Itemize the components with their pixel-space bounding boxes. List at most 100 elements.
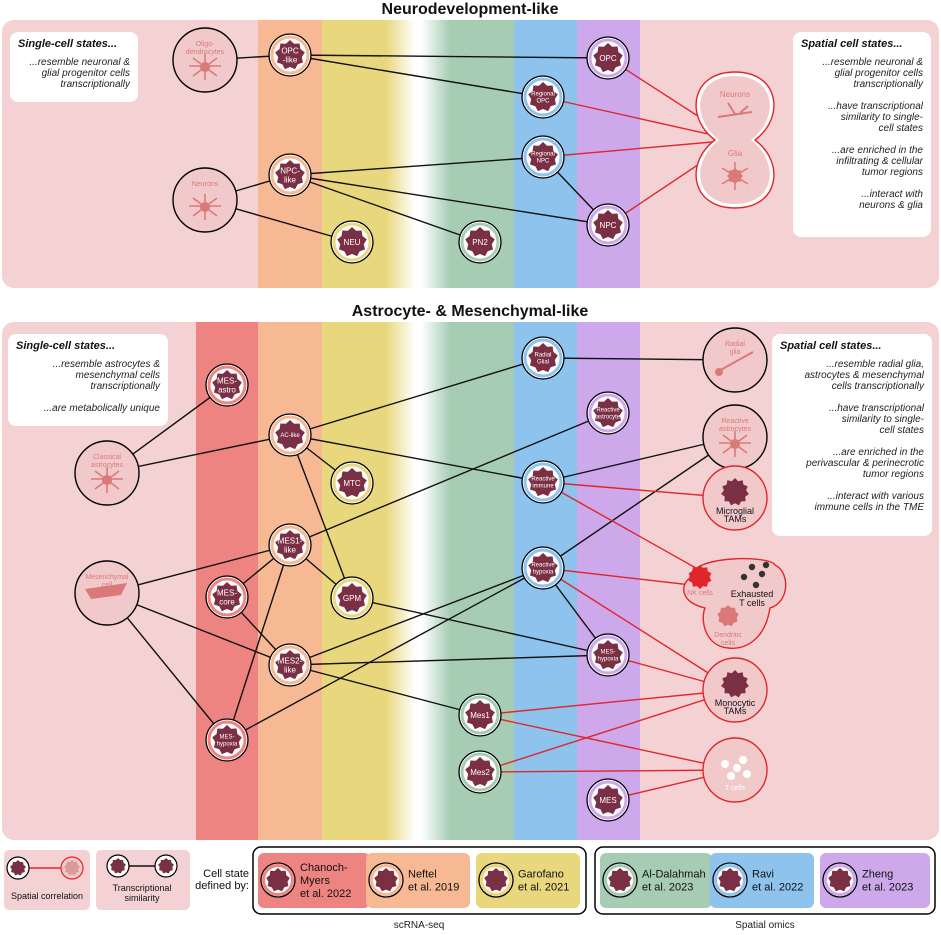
node-label: NPC- (280, 166, 300, 175)
textbox-heading: Single-cell states... (18, 38, 117, 50)
ref-label: Classical (93, 454, 121, 461)
cell-icon (528, 553, 558, 583)
node-label: Radial (534, 353, 551, 359)
ref-label: astrocytes (719, 426, 751, 433)
reference-neurons-left: Neurons (172, 167, 238, 233)
node-label: GPM (343, 594, 362, 603)
node-label: like (284, 665, 297, 674)
node-color-ring (270, 415, 310, 455)
node-label: Mes1 (470, 711, 490, 720)
cell-icon (337, 468, 367, 498)
ref-label: Neurons (720, 90, 750, 99)
cell-icon (275, 160, 305, 190)
node-label: PN2 (472, 238, 488, 247)
similarity-link (289, 412, 609, 546)
spatial-link (479, 689, 736, 716)
node-color-ring (523, 548, 563, 588)
reference-oligodendrocytes: Oligo-dendrocytes (172, 27, 238, 93)
node-color-ring (270, 155, 310, 195)
ref-label: Mesenchymal (85, 574, 129, 581)
ref-fill (700, 76, 770, 204)
textbox-line: cell states (880, 425, 924, 436)
textbox-line: transcriptionally (61, 79, 131, 90)
band-gap (386, 322, 450, 840)
cell-state-mes: MES (586, 778, 630, 822)
legend-ref-icon (374, 868, 398, 892)
node-color-ring (332, 578, 372, 618)
ref-outline (702, 327, 768, 393)
legend-ref-label: et al. 2021 (518, 882, 569, 894)
node-label: NPC (537, 159, 550, 165)
cell-icon (465, 227, 495, 257)
legend-ref-ring (714, 864, 746, 896)
similarity-link (289, 174, 481, 243)
legend-ref-label: et al. 2023 (862, 882, 913, 894)
cell-state-mes2: Mes2 (458, 750, 502, 794)
t-cell-dot (727, 772, 735, 780)
similarity-link (542, 436, 736, 483)
spatial-link (542, 567, 736, 691)
cell-state-gpm: GPM (330, 576, 374, 620)
cell-icon (528, 82, 558, 112)
textbox-line: ...have transcriptional (829, 403, 925, 414)
legend-ref-icon (828, 868, 852, 892)
t-cell-dot (758, 570, 766, 578)
legend-ref-label: Myers (300, 875, 330, 887)
legend-ref-label: Chanoch- (300, 862, 348, 874)
similarity-link (226, 567, 544, 741)
ref-label: Oligo- (196, 41, 215, 48)
legend-ref-label: et al. 2019 (408, 882, 459, 894)
cell-state-npc: NPC (586, 203, 630, 247)
glia-branches (721, 162, 749, 190)
similarity-link (289, 434, 544, 483)
legend-ref-icon (608, 868, 632, 892)
node-color-ring (460, 222, 500, 262)
t-cell-dot (752, 581, 760, 589)
neuron-icon (717, 102, 753, 118)
textbox-line: transcriptionally (854, 79, 924, 90)
textbox-line: ...resemble astrocytes & (53, 359, 161, 370)
similarity-link (289, 567, 544, 666)
similarity-link (289, 357, 544, 436)
node-label: MTC (343, 479, 361, 488)
reference-t-cells: T cells (702, 737, 768, 803)
node-label: MES- (217, 376, 237, 385)
textbox-line: cells transcriptionally (832, 381, 925, 392)
ref-label: Reactive (721, 418, 748, 425)
ref-label: cell (102, 582, 113, 589)
textbox-heading: Single-cell states... (16, 340, 115, 352)
legend-similarity-label: Transcriptional (113, 883, 172, 893)
textbox-line: ...resemble radial glia, (826, 359, 924, 370)
node-label: astro (218, 385, 236, 394)
legend-spatial-omics-group (594, 846, 936, 915)
legend-spatial-label: Spatial correlation (11, 891, 83, 901)
node-color-ring (207, 365, 247, 405)
textbox-line: ...interact with various (827, 491, 924, 502)
legend-ref-label: et al. 2022 (752, 882, 803, 894)
nk-cell-icon (688, 565, 712, 589)
spatial-link (479, 714, 736, 771)
node-label: MES- (217, 588, 237, 597)
node-color-ring (207, 720, 247, 760)
textbox-heading: Spatial cell states... (780, 340, 882, 352)
ref-label: Dendritic (714, 632, 742, 639)
textbox-bg (772, 334, 932, 536)
t-cell-dot (762, 561, 770, 569)
legend-ref-icon (484, 868, 508, 892)
ref-label: TAMs (724, 514, 747, 524)
node-label: immune (532, 484, 554, 490)
similarity-link (351, 597, 609, 656)
legend-ref-label: et al. 2022 (300, 888, 351, 900)
legend-node-icon (10, 860, 26, 876)
spatial-link (479, 689, 736, 773)
spatial-link (542, 96, 736, 141)
ref-label: cells (721, 640, 736, 647)
node-color-ring (460, 695, 500, 735)
cell-icon (465, 757, 495, 787)
